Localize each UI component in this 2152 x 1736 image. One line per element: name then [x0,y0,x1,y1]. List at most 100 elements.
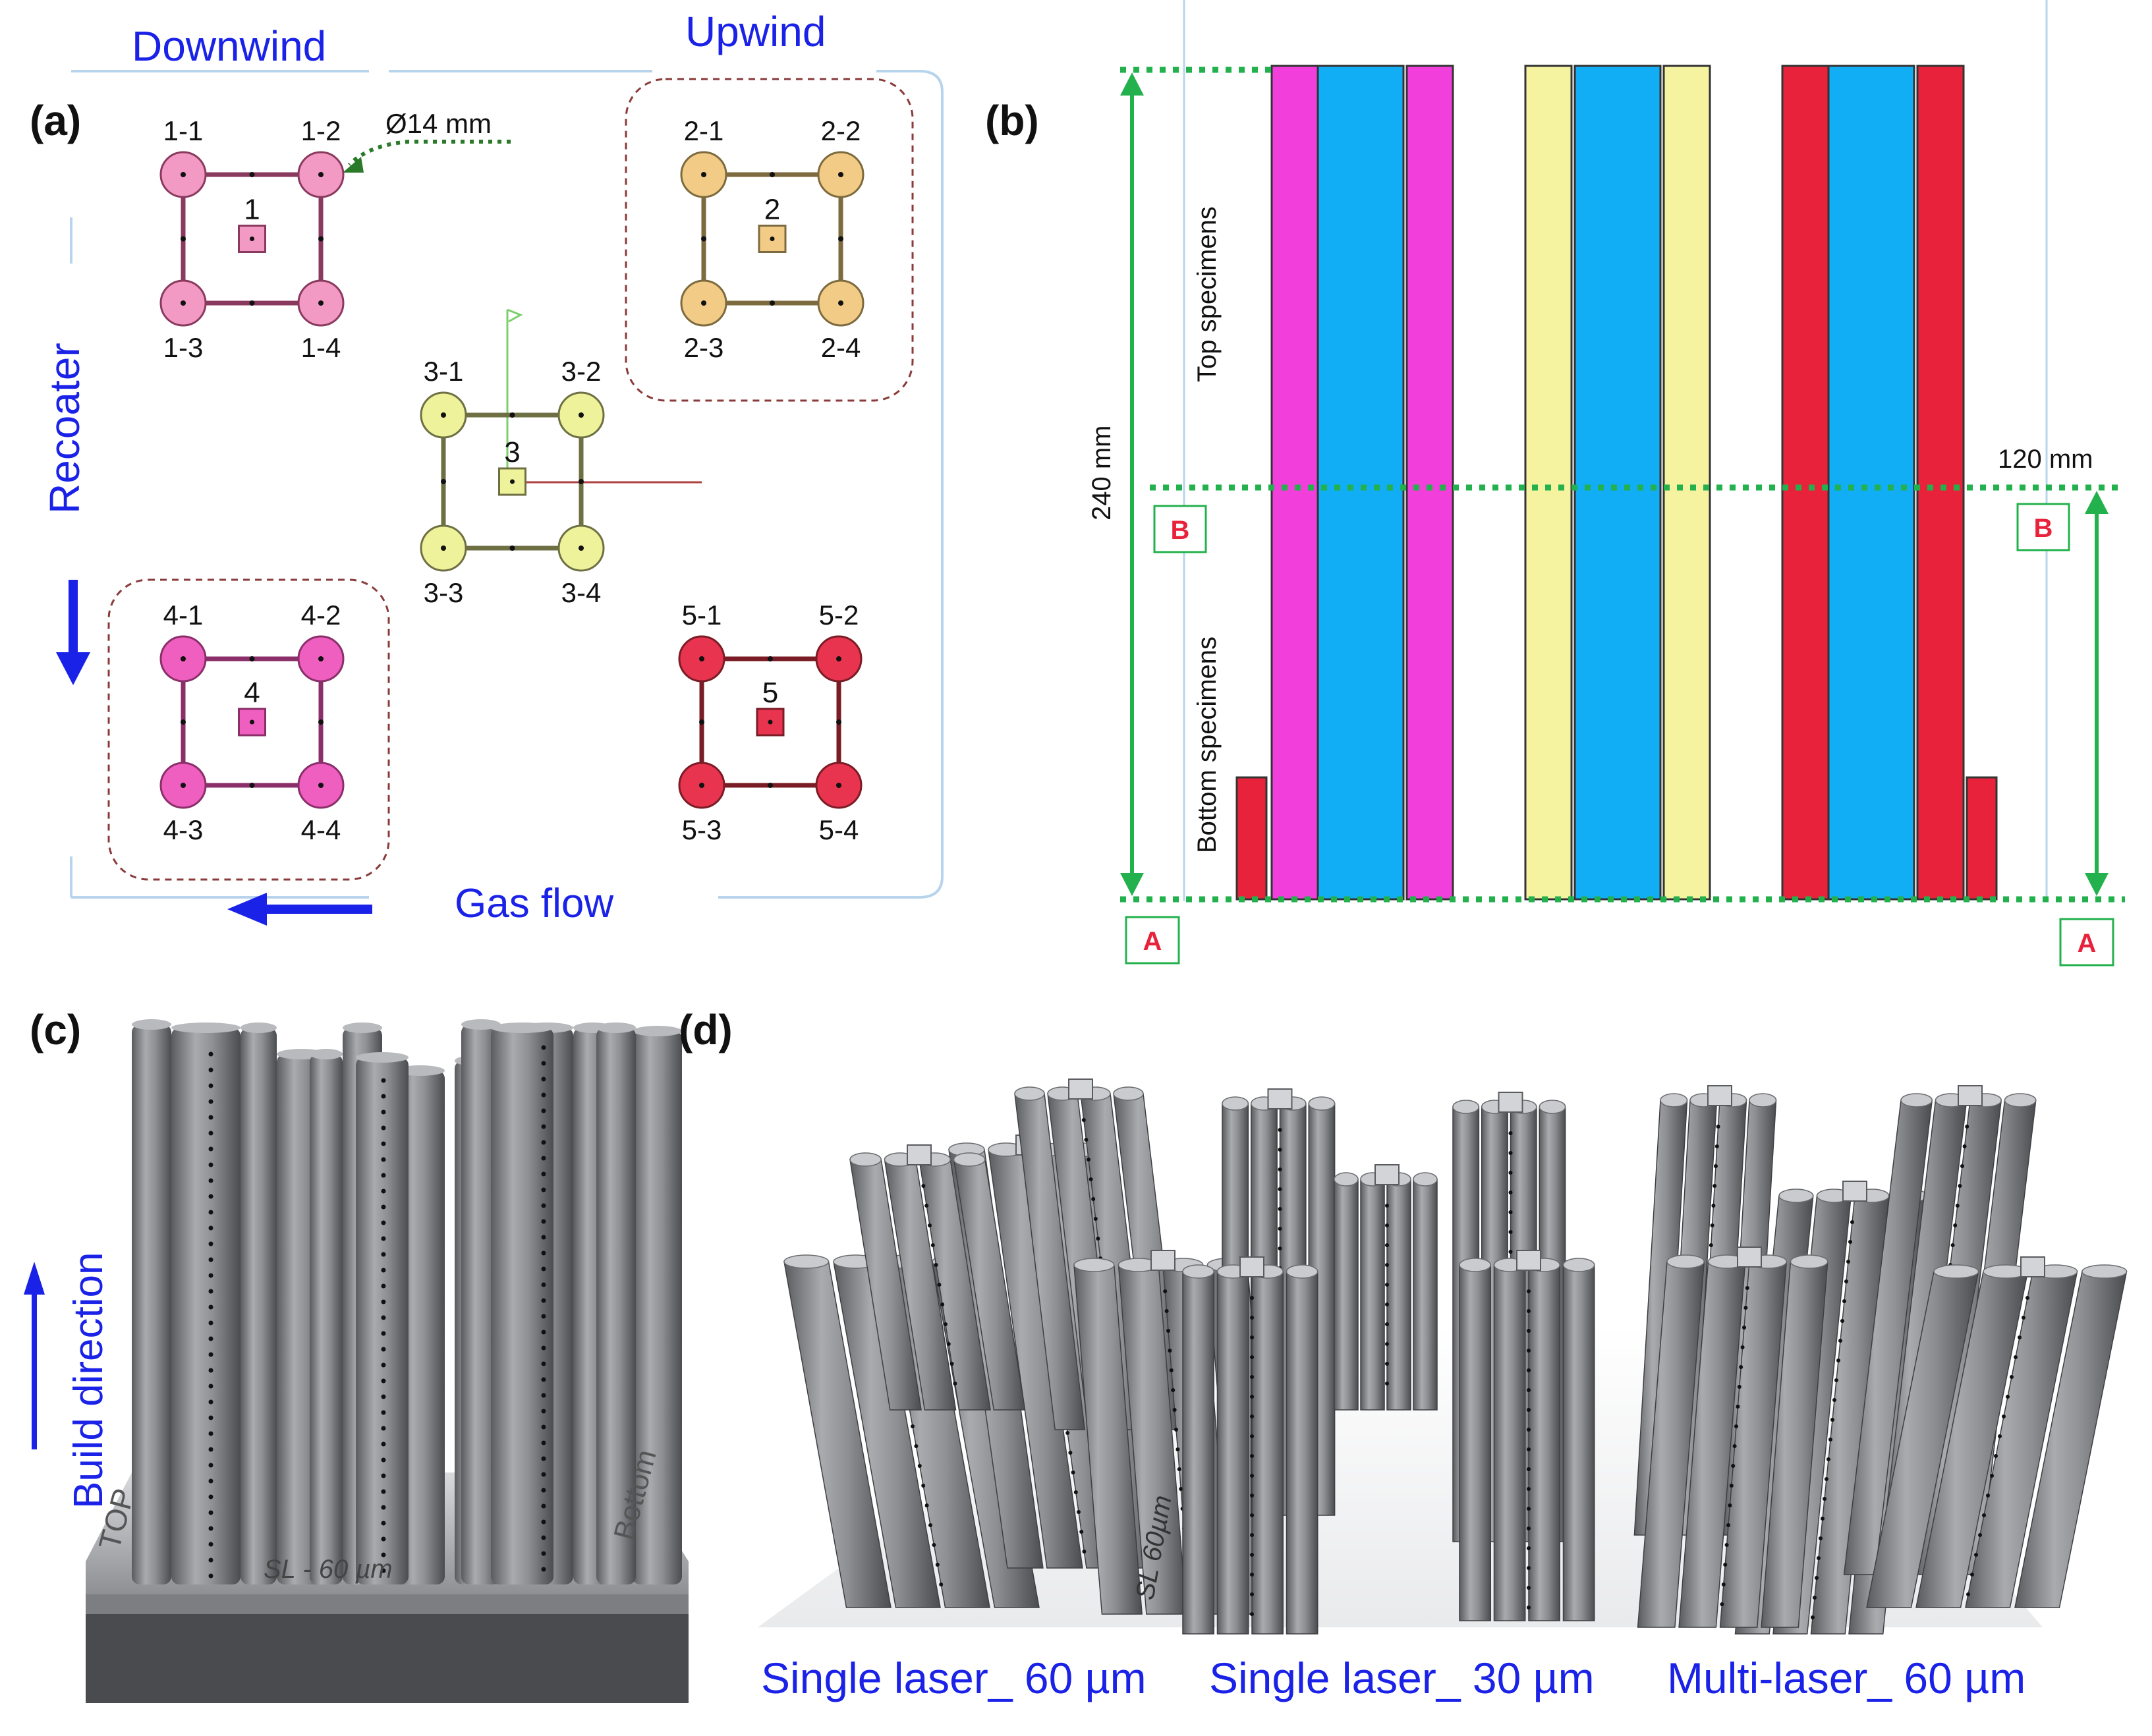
pin-label-3-4: 3-4 [561,577,602,608]
pin-label-2-4: 2-4 [821,332,861,363]
rod-c-9 [241,1022,277,1584]
column-7 [1781,65,1830,901]
panel-b: (b) 240 mm 120 mm Top specimens Bottom s… [985,0,2125,966]
caption-single-30: Single laser_ 30 µm [1209,1654,1595,1702]
specimen-tower-d-8 [1334,1164,1438,1411]
panel-d-label: (d) [679,1006,733,1053]
panel-c: (c) Build direction TOP SL - 60 µm Botto… [24,1006,689,1703]
svg-text:B: B [1171,516,1190,545]
column-3 [1405,65,1454,901]
pin-label-2-3: 2-3 [684,332,724,363]
specimen-tower-d-10 [1459,1250,1595,1621]
specimen-tower-d-7 [1182,1256,1318,1635]
group-number-5: 5 [762,677,778,709]
short-bar-right [1966,776,1998,901]
caption-single-60: Single laser_ 60 µm [761,1654,1147,1702]
pin-label-1-4: 1-4 [301,332,341,363]
column-2 [1317,65,1405,901]
rod-c-7 [132,1019,171,1584]
upwind-label: Upwind [685,8,826,55]
center-specimen-4 [238,708,266,737]
rod-c-8 [171,1022,241,1584]
diameter-leader [347,140,511,167]
build-direction-arrow-icon [24,1262,45,1449]
rod-c-6 [633,1026,682,1584]
group-number-4: 4 [244,677,260,709]
pin-label-5-3: 5-3 [682,814,722,845]
marker-b-right: B [2016,503,2070,551]
pin-label-3-3: 3-3 [424,577,464,608]
marker-a-right: A [2059,918,2114,966]
pin-label-1-2: 1-2 [301,115,341,146]
build-direction-label: Build direction [66,1252,111,1509]
recoater-arrow-icon [56,580,90,685]
panel-d: (d) SL 60µm Single laser_ 60 µm Single l… [679,1006,2128,1702]
hole-column-c-3 [541,1045,546,1572]
recoater-label: Recoater [41,343,88,514]
svg-text:A: A [2078,929,2097,958]
bottom-specimens-label: Bottom specimens [1193,636,1222,853]
diameter-label: Ø14 mm [385,108,492,139]
downwind-label: Downwind [132,22,326,70]
pin-label-5-2: 5-2 [819,600,859,630]
rod-c-10 [310,1049,343,1584]
marker-b-left: B [1153,505,1207,553]
column-1 [1270,65,1319,901]
pin-label-3-2: 3-2 [561,356,602,387]
specimen-group-5: 5 5-1 5-2 5-3 5-4 [678,600,863,845]
height-240-label: 240 mm [1087,426,1116,521]
hole-column-c-1 [208,1051,213,1579]
group-number-3: 3 [504,436,520,468]
panel-c-label: (c) [30,1006,81,1053]
pin-label-5-1: 5-1 [682,600,722,630]
rod-c-15 [596,1022,636,1584]
gas-flow-label: Gas flow [455,881,613,926]
rod-c-13 [491,1022,553,1584]
pin-label-2-1: 2-1 [684,115,724,146]
panel-b-label: (b) [985,97,1039,144]
panel-a: (a) Downwind Upwind Recoater Gas flow Ø1… [30,8,944,926]
specimen-group-3: 3 3-1 3-2 3-3 3-4 [420,356,605,608]
panel-a-frame [70,70,944,899]
column-8 [1827,65,1915,901]
hole-column-c-2 [381,1078,386,1573]
specimen-group-2: 2 2-1 2-2 2-3 2-4 [680,115,864,363]
pin-label-1-3: 1-3 [163,332,204,363]
build-plate-photo-d: SL 60µm [758,1078,2128,1635]
column-9 [1916,65,1965,901]
column-4 [1524,65,1573,901]
height-120-label: 120 mm [1998,445,2093,474]
column-5 [1573,65,1662,901]
upwind-selection-box [625,78,914,402]
specimen-tower-d-14 [1637,1246,1828,1628]
build-plate-photo-c: TOP SL - 60 µm Bottom [86,1019,689,1703]
short-bar-left [1235,776,1268,901]
group-number-2: 2 [764,194,780,226]
gas-flow-arrow-icon [227,893,372,926]
column-6 [1662,65,1711,901]
specimen-tower-d-15 [1866,1256,2128,1608]
panel-a-label: (a) [30,97,81,144]
marker-a-left: A [1125,916,1180,965]
pin-label-4-3: 4-3 [163,814,204,845]
top-specimens-label: Top specimens [1193,206,1222,382]
group-number-1: 1 [244,194,260,226]
axis-flag-icon [507,308,523,323]
svg-text:B: B [2034,514,2053,543]
specimen-group-1: 1 1-1 1-2 1-3 1-4 [159,115,345,363]
pin-label-1-1: 1-1 [163,115,204,146]
plate-mark-sl: SL - 60 µm [264,1555,393,1584]
pin-label-2-2: 2-2 [821,115,861,146]
pin-label-3-1: 3-1 [424,356,464,387]
rod-c-11 [356,1052,409,1584]
downwind-selection-box [107,578,390,881]
specimen-tower-d-3 [849,1144,1026,1411]
pin-label-4-2: 4-2 [301,600,341,630]
caption-multi-60: Multi-laser_ 60 µm [1667,1654,2025,1702]
specimen-group-4: 4 4-1 4-2 4-3 4-4 [159,600,345,845]
pin-label-4-1: 4-1 [163,600,204,630]
diameter-arrow-icon [343,157,364,173]
pin-label-5-4: 5-4 [819,814,859,845]
pin-label-4-4: 4-4 [301,814,341,845]
svg-text:A: A [1143,927,1162,956]
